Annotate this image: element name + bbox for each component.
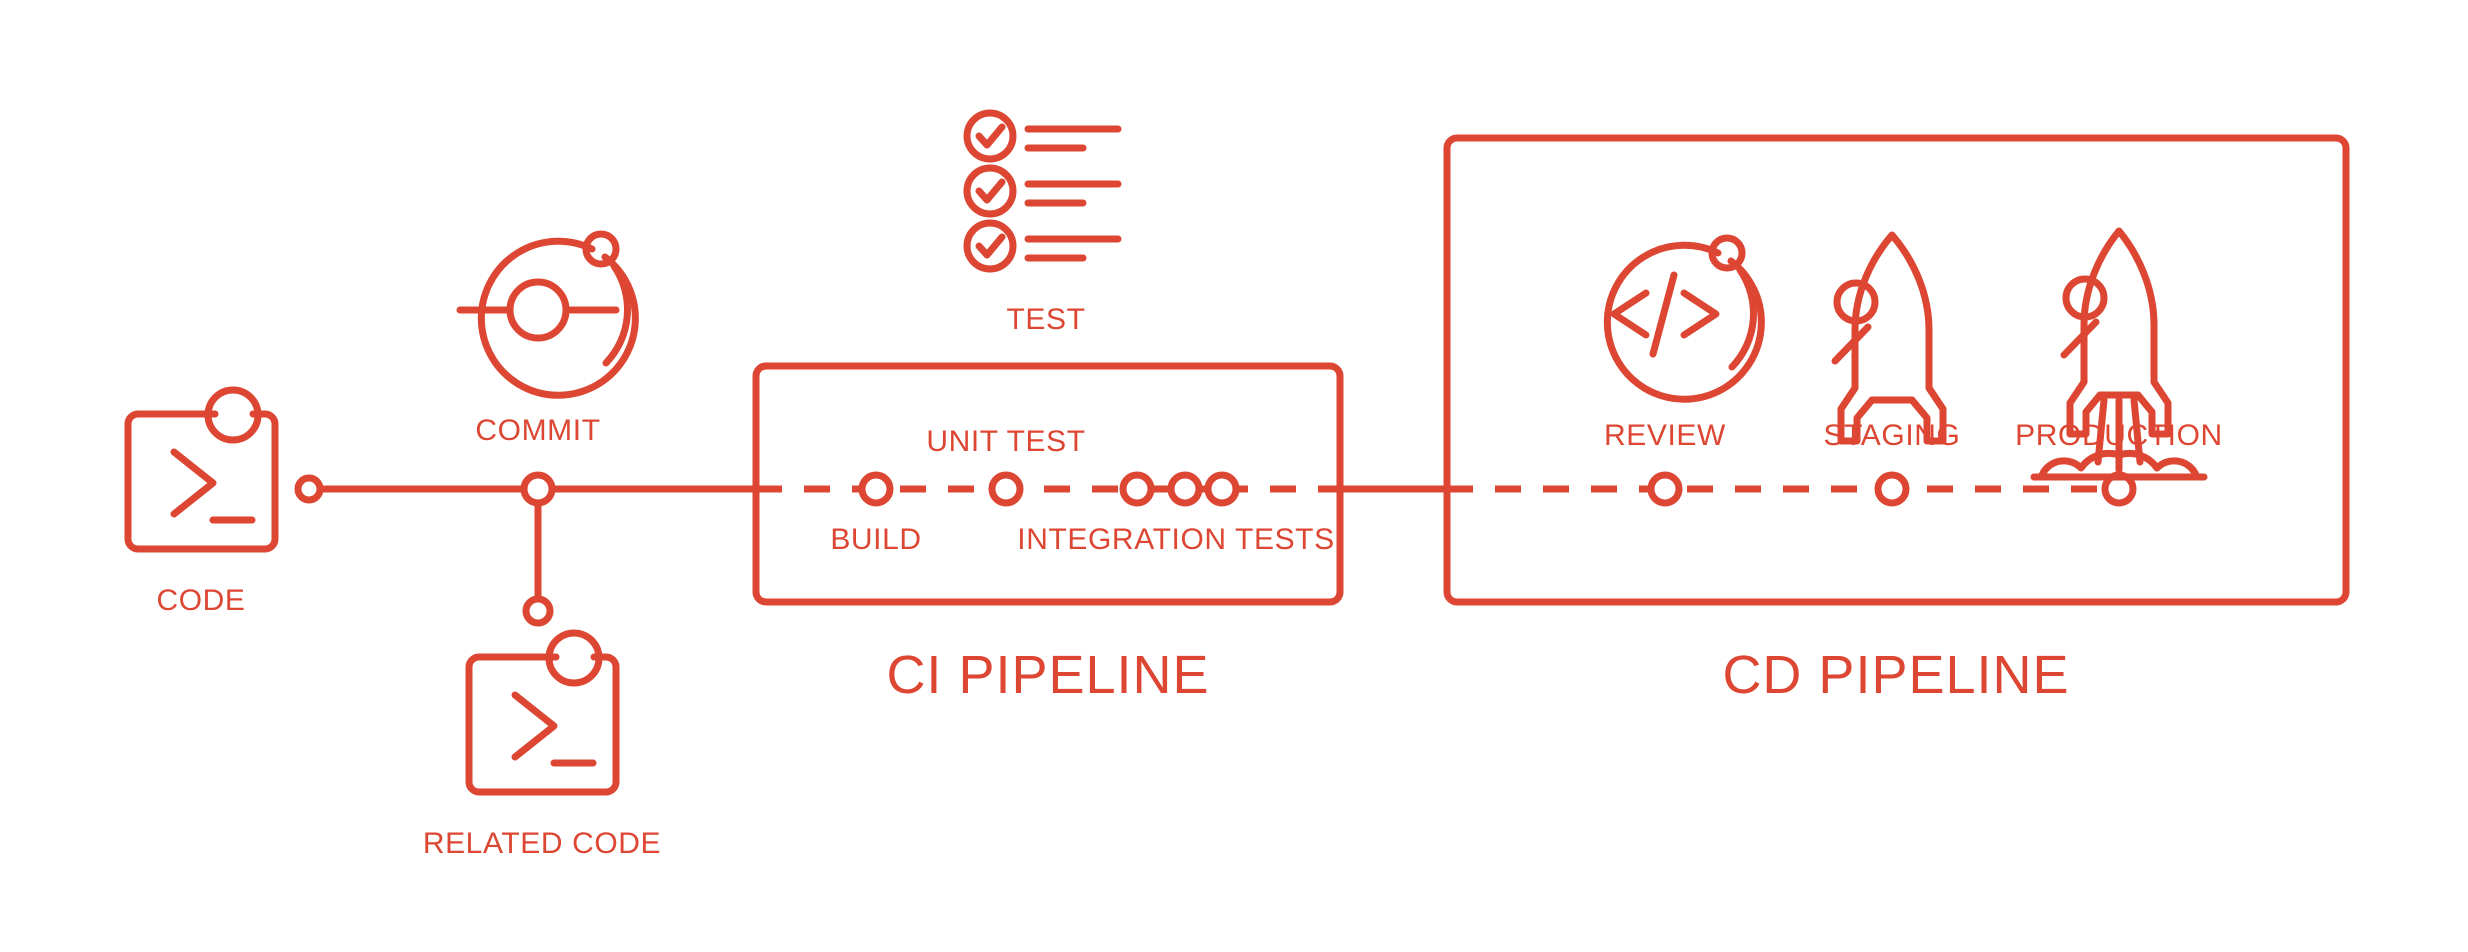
rocket-launch-icon xyxy=(2030,227,2208,481)
cd-pipeline-box xyxy=(1443,134,2350,606)
related-code-label: RELATED CODE xyxy=(423,827,661,860)
commit-node[interactable] xyxy=(520,471,556,507)
code-label: CODE xyxy=(156,584,245,617)
rocket-icon xyxy=(1831,231,1947,445)
review-node[interactable] xyxy=(1647,471,1683,507)
build-node[interactable] xyxy=(858,471,894,507)
test-label: TEST xyxy=(1006,303,1085,336)
related-code-branch-node[interactable] xyxy=(522,595,554,627)
unit-test-label: UNIT TEST xyxy=(926,425,1085,458)
cd-pipeline-title: CD PIPELINE xyxy=(1722,645,2069,705)
integration-tests-label: INTEGRATION TESTS xyxy=(1017,523,1334,556)
code-node[interactable] xyxy=(294,474,324,504)
unit-test-node[interactable] xyxy=(988,471,1024,507)
commit-orbit-icon xyxy=(456,230,639,399)
code-brackets-circle-icon xyxy=(1603,234,1765,403)
terminal-code-icon xyxy=(124,386,279,553)
terminal-code-icon-related xyxy=(465,629,620,796)
integration-test-node-1[interactable] xyxy=(1119,471,1155,507)
staging-node[interactable] xyxy=(1874,471,1910,507)
review-label: REVIEW xyxy=(1604,419,1726,452)
checklist-icon xyxy=(963,109,1122,273)
integration-test-node-3[interactable] xyxy=(1204,471,1240,507)
production-label: PRODUCTION xyxy=(2015,419,2223,452)
build-label: BUILD xyxy=(830,523,921,556)
ci-pipeline-box xyxy=(752,362,1344,606)
pipeline-nodes xyxy=(294,471,2137,627)
integration-test-node-2[interactable] xyxy=(1167,471,1203,507)
ci-pipeline-title: CI PIPELINE xyxy=(886,645,1209,705)
commit-label: COMMIT xyxy=(475,414,600,447)
staging-label: STAGING xyxy=(1824,419,1961,452)
